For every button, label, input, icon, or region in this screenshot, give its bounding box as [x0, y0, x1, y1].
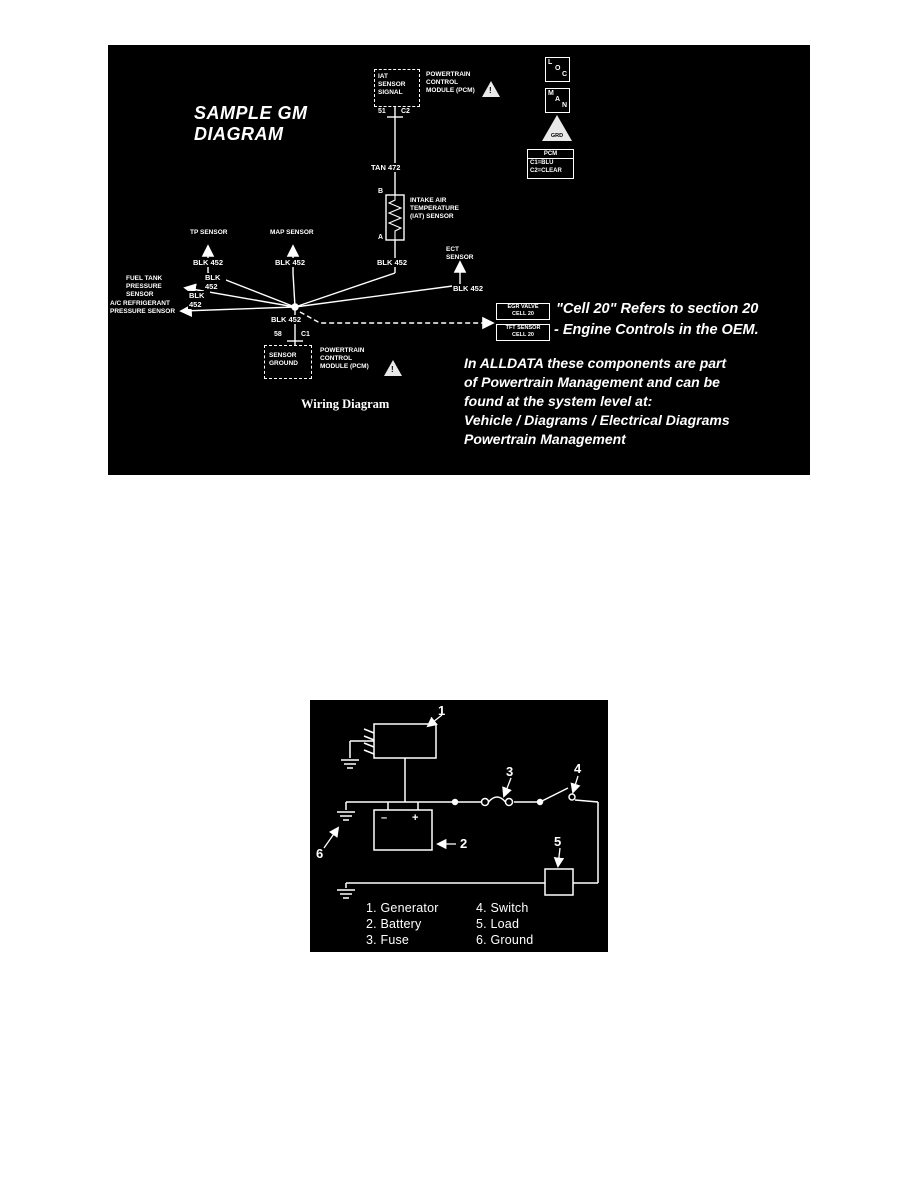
pin-c2: C2 [401, 108, 410, 115]
pin-51: 51 [378, 108, 386, 115]
circuit-wires [323, 714, 599, 899]
iat-resistor-symbol [385, 194, 405, 241]
callout-3: 3 [506, 764, 514, 779]
ac-sensor-label: A/C REFRIGERANT PRESSURE SENSOR [110, 300, 176, 315]
diagram-title-line2: DIAGRAM [194, 124, 284, 144]
cell20-note-line1: "Cell 20" Refers to section 20 [556, 301, 759, 317]
loc-symbol-box: L O C [545, 57, 570, 82]
alldata-note-line1: In ALLDATA these components are part [464, 355, 727, 371]
basic-circuit-panel: 1 2 3 4 5 6 – + 1. Generator 2. Battery … [310, 700, 608, 952]
egr-line1: EGR VALVE [507, 304, 539, 310]
legend-load: 5. Load [476, 917, 520, 931]
wire-label-tan-472: TAN 472 [370, 163, 402, 172]
cell-reference-dashed-line [299, 311, 495, 330]
wire-label-blk-452-tp: BLK 452 [192, 258, 225, 267]
alldata-note-line3: found at the system level at: [464, 393, 653, 409]
wire-label-blk-452-iat: BLK 452 [376, 258, 409, 267]
egr-line2: CELL 20 [512, 311, 534, 317]
ground-symbol [337, 811, 355, 821]
man-symbol-box: M A N [545, 88, 570, 113]
map-sensor-label: MAP SENSOR [270, 229, 314, 236]
ground-symbol [341, 759, 359, 769]
man-letter-m: M [548, 90, 554, 97]
legend-generator: 1. Generator [366, 901, 439, 915]
loc-letter-l: L [548, 59, 553, 66]
legend-switch: 4. Switch [476, 901, 529, 915]
legend-battery: 2. Battery [366, 917, 422, 931]
pcm-key-c2: C2=CLEAR [530, 168, 562, 174]
tp-sensor-label: TP SENSOR [190, 229, 228, 236]
wiring-lines-layer [179, 107, 495, 345]
generator-symbol [363, 723, 437, 759]
grd-label: GRD [550, 133, 564, 139]
gm-wiring-diagram-panel: SAMPLE GM DIAGRAM IAT SENSOR SIGNAL POWE… [108, 45, 810, 475]
fuse-symbol [480, 796, 514, 807]
pcm-connector-key-box: PCM C1=BLU C2=CLEAR [527, 149, 574, 179]
wire-label-blk-452-ect: BLK 452 [452, 284, 485, 293]
load-symbol [544, 868, 574, 896]
loc-letter-c: C [562, 71, 568, 78]
iat-sensor-label: INTAKE AIR TEMPERATURE (IAT) SENSOR [410, 197, 459, 220]
pcm-iat-signal-box: IAT SENSOR SIGNAL [374, 69, 420, 107]
tft-line1: TFT SENSOR [505, 325, 541, 331]
pcm-top-module-label: POWERTRAIN CONTROL MODULE (PCM) [426, 71, 475, 94]
wires [179, 107, 495, 345]
callout-1: 1 [438, 703, 446, 718]
iat-pin-b: B [378, 188, 384, 195]
pin-c1: C1 [301, 331, 310, 338]
callout-arrows [323, 714, 581, 868]
ground-symbol [337, 889, 355, 899]
ect-sensor-label: ECT SENSOR [446, 246, 474, 261]
wire-label-blk-452-splice: BLK 452 [270, 315, 303, 324]
battery-minus-sign: – [381, 812, 388, 824]
man-letter-a: A [555, 96, 561, 103]
callout-6: 6 [316, 846, 324, 861]
wire-label-blk-452-fuel: BLK 452 [204, 273, 226, 291]
callout-4: 4 [574, 761, 582, 776]
diagram-title: SAMPLE GM DIAGRAM [194, 103, 308, 145]
tft-sensor-cell-box: TFT SENSOR CELL 20 [496, 324, 550, 341]
loc-letter-o: O [555, 65, 561, 72]
alldata-note-line4: Vehicle / Diagrams / Electrical Diagrams [464, 412, 730, 428]
pcm-sensor-ground-box: SENSOR GROUND [264, 345, 312, 379]
ground-triangle-icon: GRD [542, 115, 572, 141]
callout-2: 2 [460, 836, 468, 851]
man-letter-n: N [562, 102, 568, 109]
warning-triangle-icon: ! [384, 360, 402, 376]
switch-symbol [539, 787, 576, 803]
pcm-key-title: PCM [528, 150, 573, 159]
wiring-diagram-caption: Wiring Diagram [301, 397, 390, 411]
wire-label-blk-452-ac: BLK 452 [188, 291, 210, 309]
warning-glyph: ! [489, 86, 492, 95]
battery-symbol [373, 802, 433, 851]
junction-dot [451, 798, 459, 806]
cell20-note-line2: - Engine Controls in the OEM. [554, 322, 759, 338]
warning-glyph: ! [391, 365, 394, 374]
circuit-lines-layer [323, 714, 599, 899]
egr-valve-cell-box: EGR VALVE CELL 20 [496, 303, 550, 320]
tft-line2: CELL 20 [512, 332, 534, 338]
warning-triangle-icon: ! [482, 81, 500, 97]
pin-58: 58 [274, 331, 282, 338]
pcm-bottom-module-label: POWERTRAIN CONTROL MODULE (PCM) [320, 347, 369, 370]
pcm-key-c1: C1=BLU [530, 160, 554, 166]
alldata-note-line2: of Powertrain Management and can be [464, 374, 720, 390]
alldata-note-line5: Powertrain Management [464, 431, 626, 447]
triangle-shape [384, 360, 402, 376]
callout-5: 5 [554, 834, 562, 849]
triangle-shape [482, 81, 500, 97]
wire-label-blk-452-map: BLK 452 [274, 258, 307, 267]
sensor-ground-label: SENSOR GROUND [269, 352, 298, 367]
triangle-shape [542, 115, 572, 141]
battery-plus-sign: + [412, 812, 419, 824]
legend-fuse: 3. Fuse [366, 933, 410, 947]
diagram-title-line1: SAMPLE GM [194, 103, 308, 123]
iat-pin-a: A [378, 234, 384, 241]
legend-ground: 6. Ground [476, 933, 534, 947]
fuel-tank-sensor-label: FUEL TANK PRESSURE SENSOR [126, 275, 163, 298]
iat-signal-label: IAT SENSOR SIGNAL [378, 73, 406, 96]
